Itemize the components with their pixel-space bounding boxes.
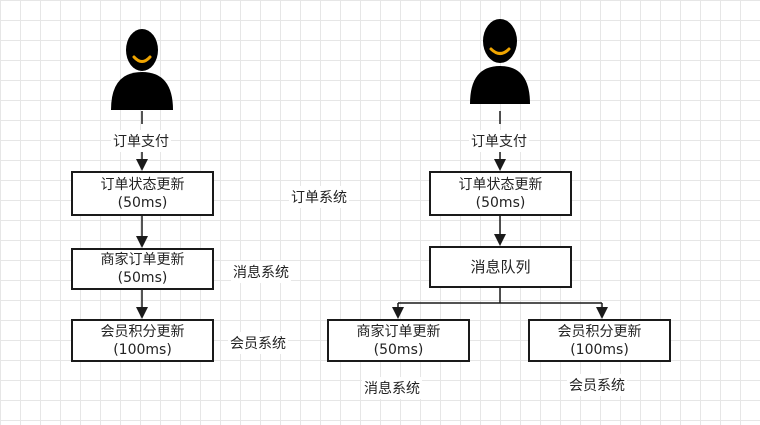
branch-box-member-points: 会员积分更新 (100ms) <box>528 319 671 362</box>
system-label-member: 会员系统 <box>228 332 288 354</box>
step-box-member-points: 会员积分更新 (100ms) <box>71 319 214 362</box>
step-title: 会员积分更新 <box>557 323 642 340</box>
step-box-order-status: 订单状态更新 (50ms) <box>71 171 214 216</box>
trigger-label: 订单支付 <box>469 130 529 152</box>
step-title: 商家订单更新 <box>356 323 441 340</box>
step-duration: (50ms) <box>373 341 424 358</box>
step-title: 订单状态更新 <box>100 176 185 193</box>
step-box-merchant-order: 商家订单更新 (50ms) <box>71 248 214 290</box>
step-duration: (100ms) <box>570 341 629 358</box>
system-label-member: 会员系统 <box>567 374 627 396</box>
branch-box-merchant-order: 商家订单更新 (50ms) <box>327 319 470 362</box>
system-label-order: 订单系统 <box>289 186 349 208</box>
step-duration: (50ms) <box>475 194 526 211</box>
step-title: 会员积分更新 <box>100 323 185 340</box>
user-smile <box>132 55 152 63</box>
user-body <box>470 66 530 104</box>
step-box-order-status: 订单状态更新 (50ms) <box>429 171 572 216</box>
step-duration: (50ms) <box>117 194 168 211</box>
system-label-message: 消息系统 <box>231 261 291 283</box>
user-body <box>111 72 173 110</box>
system-label-message: 消息系统 <box>362 377 422 399</box>
user-head <box>126 29 158 71</box>
user-icon <box>470 19 530 104</box>
message-queue-box: 消息队列 <box>429 246 572 288</box>
user-head <box>483 19 517 63</box>
step-title: 订单状态更新 <box>458 176 543 193</box>
step-duration: (50ms) <box>117 270 168 286</box>
user-icon <box>111 29 173 110</box>
queue-label: 消息队列 <box>470 258 531 276</box>
step-duration: (100ms) <box>113 341 172 358</box>
step-title: 商家订单更新 <box>100 252 185 268</box>
user-smile <box>489 47 511 55</box>
trigger-label: 订单支付 <box>111 130 171 152</box>
